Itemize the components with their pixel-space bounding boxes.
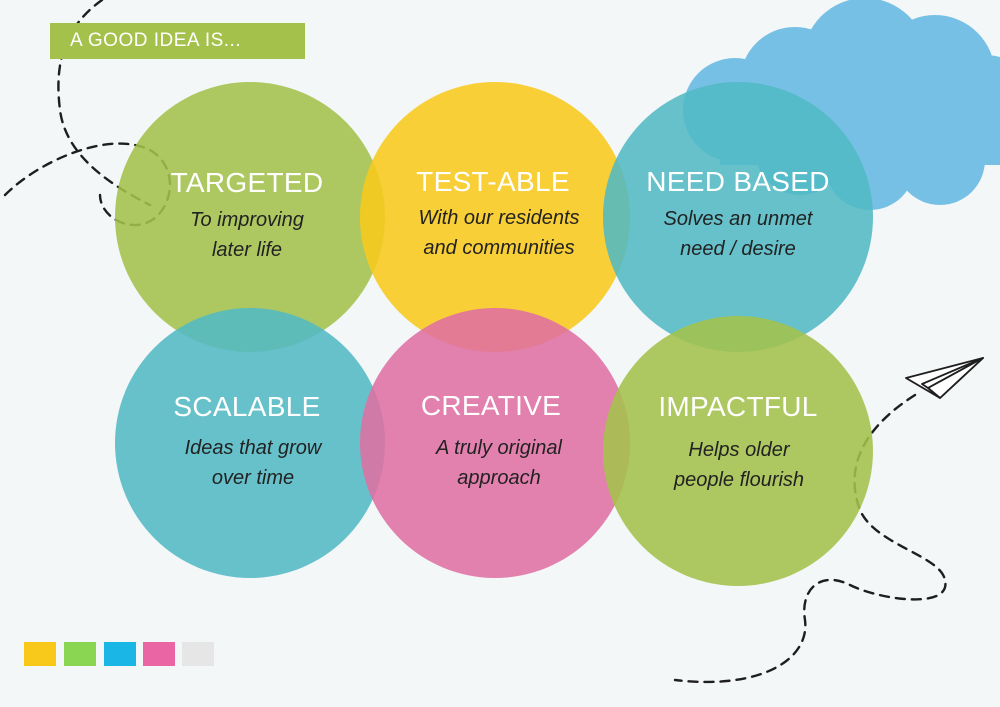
swatch-green <box>64 642 96 666</box>
label-creative: CREATIVE <box>420 390 562 421</box>
label-targeted: TARGETED <box>170 167 324 198</box>
desc-need-based: Solves an unmet need / desire <box>663 208 813 260</box>
paper-plane-icon <box>905 357 984 399</box>
label-scalable: SCALABLE <box>173 391 321 422</box>
title-banner: A GOOD IDEA IS... <box>50 23 305 59</box>
swatch-grey <box>182 642 214 666</box>
label-impactful: IMPACTFUL <box>658 391 818 422</box>
swatch-yellow <box>24 642 56 666</box>
circle-scalable <box>115 308 385 578</box>
circle-creative <box>360 308 630 578</box>
desc-testable: With our residents and communities <box>418 207 580 259</box>
label-testable: TEST-ABLE <box>416 166 570 197</box>
desc-creative: A truly original approach <box>436 437 562 489</box>
circle-targeted <box>115 82 385 352</box>
swatch-blue <box>104 642 136 666</box>
circle-testable <box>360 82 630 352</box>
swatch-pink <box>143 642 175 666</box>
desc-scalable: Ideas that grow over time <box>184 437 322 489</box>
desc-targeted: To improving later life <box>190 209 304 261</box>
circle-need-based <box>603 82 873 352</box>
title-text: A GOOD IDEA IS... <box>70 30 242 51</box>
label-need-based: NEED BASED <box>646 166 830 197</box>
desc-impactful: Helps older people flourish <box>673 439 805 491</box>
circle-impactful <box>603 316 873 586</box>
